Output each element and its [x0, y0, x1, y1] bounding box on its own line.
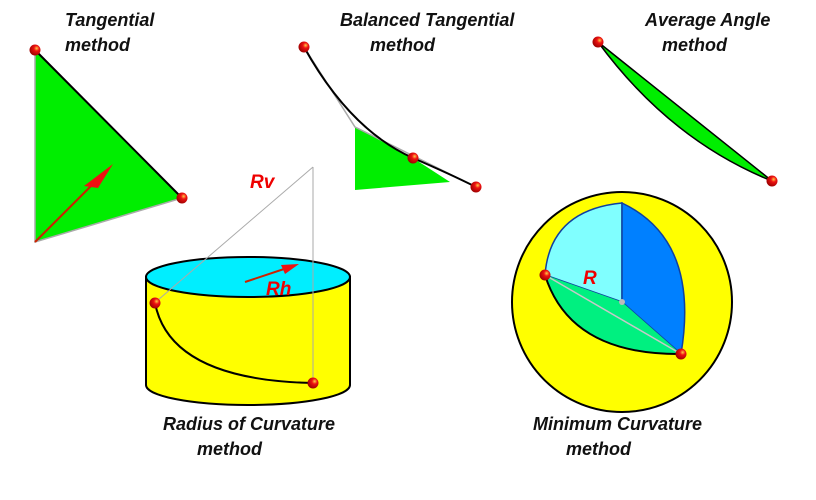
minimum-label-sub: method	[566, 439, 631, 459]
balanced-tangential-figure	[303, 46, 477, 190]
arrow-head-icon	[84, 164, 113, 188]
station-point	[149, 297, 161, 309]
balanced-label-sub: method	[370, 35, 435, 55]
arrow-head-icon	[281, 264, 299, 274]
station-point	[176, 192, 188, 204]
tangential-label: Tangential	[65, 10, 155, 30]
station-point	[407, 152, 419, 164]
station-point	[592, 36, 604, 48]
average-label-sub: method	[662, 35, 727, 55]
station-point	[29, 44, 41, 56]
tangential-figure	[34, 48, 184, 244]
radius-label-sub: method	[197, 439, 262, 459]
average-angle-figure	[597, 41, 773, 182]
station-point	[307, 377, 319, 389]
survey-stations	[29, 36, 778, 389]
station-point	[675, 348, 687, 360]
station-point	[539, 269, 551, 281]
minimum-label: Minimum Curvature	[533, 414, 703, 434]
r-label: R	[583, 268, 597, 289]
tangential-label-sub: method	[65, 35, 130, 55]
radius-label: Radius of Curvature	[163, 414, 336, 434]
balanced-label: Balanced Tangential	[340, 10, 515, 30]
average-label: Average Angle	[645, 10, 771, 30]
station-point	[470, 181, 482, 193]
rh-label: Rh	[266, 279, 292, 300]
minimum-curvature-figure	[511, 191, 733, 413]
station-point	[766, 175, 778, 187]
station-point	[298, 41, 310, 53]
radius-of-curvature-figure	[145, 166, 351, 406]
rv-label: Rv	[250, 172, 275, 193]
